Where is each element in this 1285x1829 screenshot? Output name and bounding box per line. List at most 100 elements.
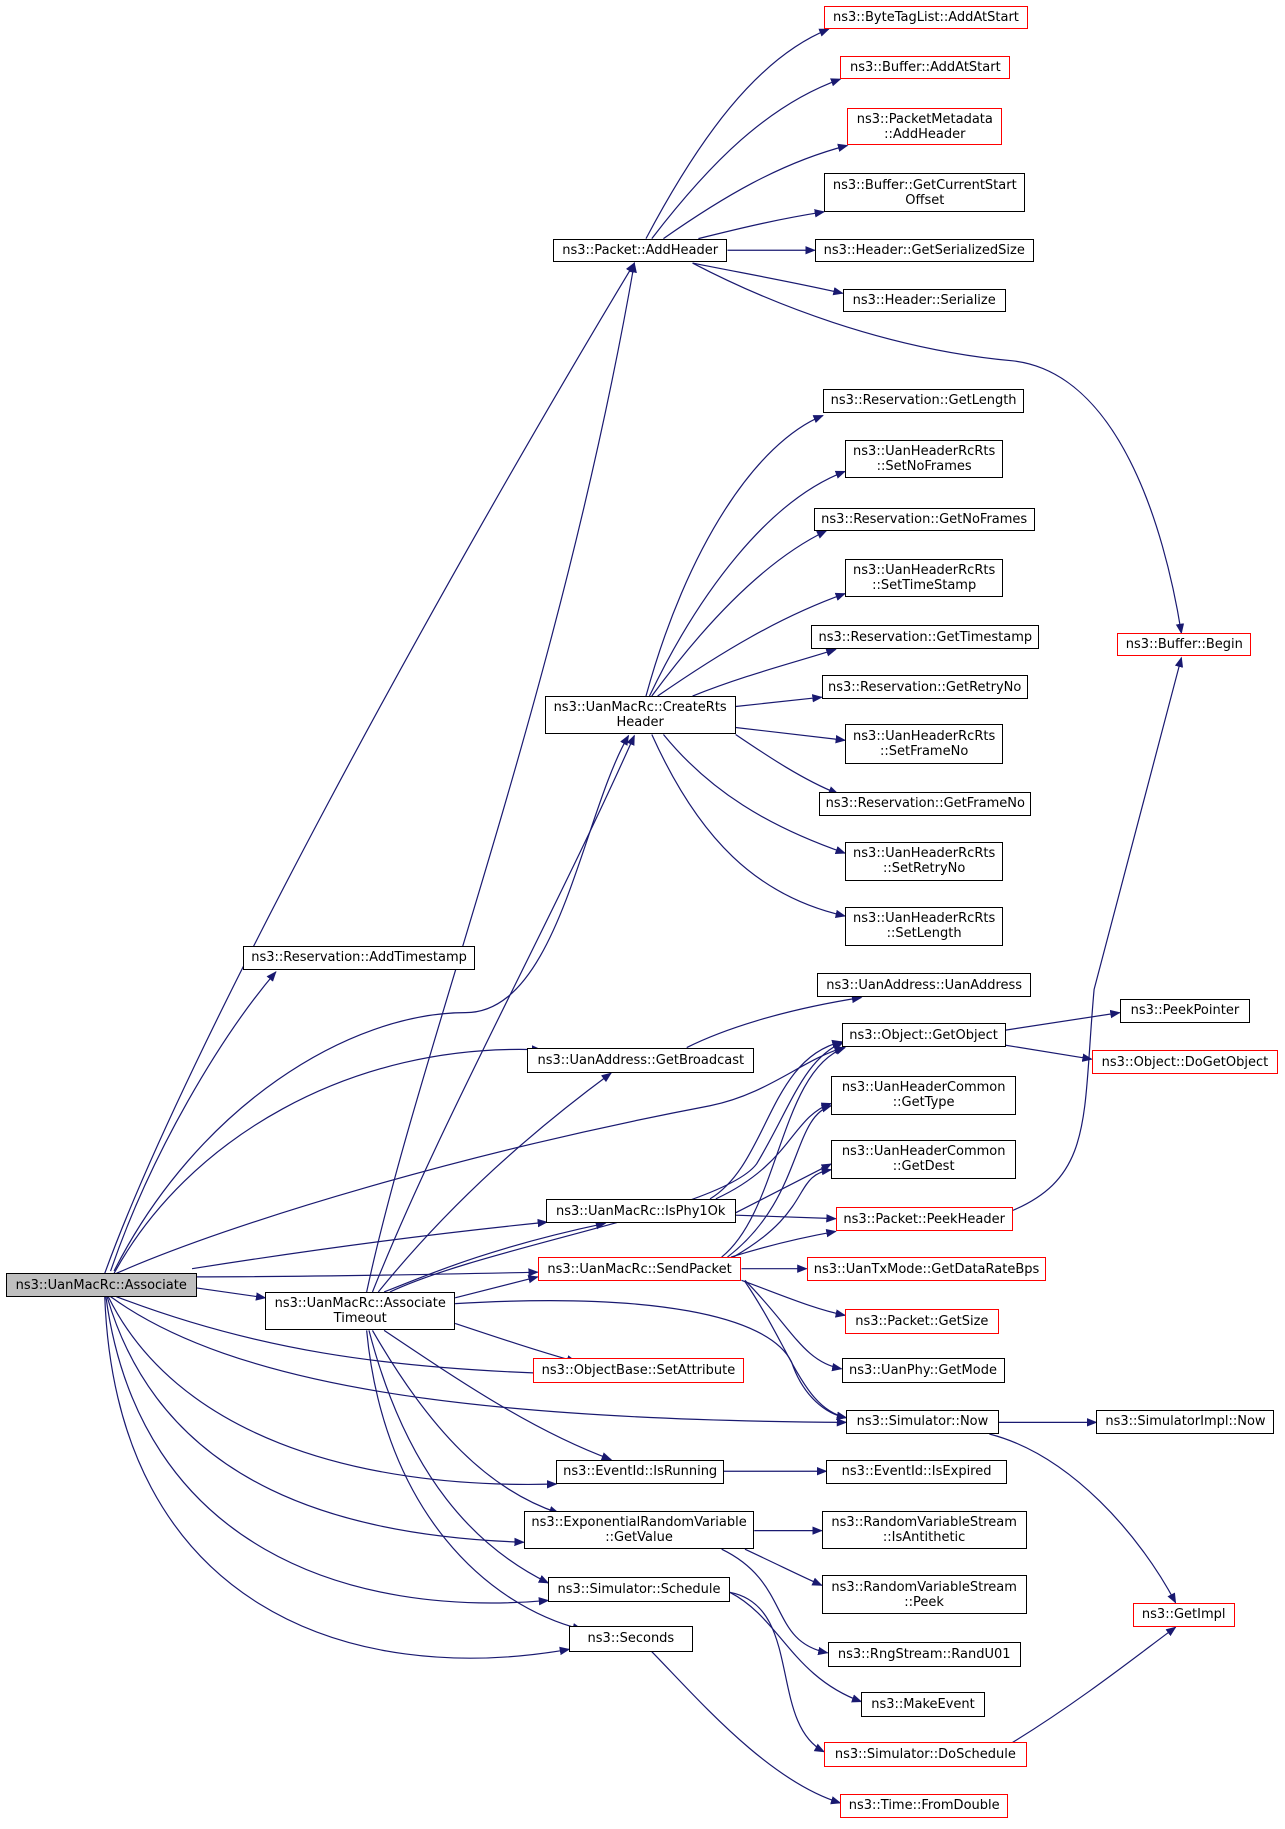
node-sendpkt[interactable]: ns3::UanMacRc::SendPacket xyxy=(537,1257,742,1282)
node-label: ns3::UanMacRc::IsPhy1Ok xyxy=(556,1203,726,1219)
edge-root-isrun xyxy=(107,1296,558,1489)
node-label: ns3::PeekPointer xyxy=(1130,1003,1240,1019)
node-implnow[interactable]: ns3::SimulatorImpl::Now xyxy=(1096,1409,1275,1434)
edge-sendpkt-getsize xyxy=(741,1279,847,1318)
edge-ato-crts xyxy=(371,734,635,1293)
node-isphy[interactable]: ns3::UanMacRc::IsPhy1Ok xyxy=(545,1198,736,1224)
node-getbc[interactable]: ns3::UanAddress::GetBroadcast xyxy=(527,1047,755,1074)
node-sts[interactable]: ns3::UanHeaderRcRts ::SetTimeStamp xyxy=(845,558,1004,598)
node-peekhdr[interactable]: ns3::Packet::PeekHeader xyxy=(835,1207,1013,1232)
node-label: ns3::Object::DoGetObject xyxy=(1101,1054,1269,1070)
edge-root-expval xyxy=(106,1296,525,1547)
node-label: ns3::PacketMetadata ::AddHeader xyxy=(856,111,993,142)
edge-expval-rvpeek xyxy=(744,1548,823,1586)
node-isrun[interactable]: ns3::EventId::IsRunning xyxy=(556,1459,724,1484)
node-label: ns3::MakeEvent xyxy=(871,1697,975,1713)
node-label: ns3::GetImpl xyxy=(1141,1607,1226,1623)
node-pmeta[interactable]: ns3::PacketMetadata ::AddHeader xyxy=(847,108,1003,146)
node-label: ns3::UanHeaderRcRts ::SetLength xyxy=(853,911,996,942)
node-gettype[interactable]: ns3::UanHeaderCommon ::GetType xyxy=(831,1075,1017,1116)
node-gfn[interactable]: ns3::Reservation::GetFrameNo xyxy=(819,791,1032,816)
node-bufadd[interactable]: ns3::Buffer::AddAtStart xyxy=(840,55,1011,80)
node-label: ns3::UanPhy::GetMode xyxy=(849,1362,997,1378)
node-getmode[interactable]: ns3::UanPhy::GetMode xyxy=(841,1358,1005,1383)
edge-sendpkt-peekhdr xyxy=(730,1228,837,1258)
node-snf[interactable]: ns3::UanHeaderRcRts ::SetNoFrames xyxy=(845,440,1004,479)
edge-getbc-uaddr xyxy=(686,994,863,1049)
node-addheader[interactable]: ns3::Packet::AddHeader xyxy=(552,238,728,262)
node-resglen[interactable]: ns3::Reservation::GetLength xyxy=(822,388,1025,414)
node-sfn[interactable]: ns3::UanHeaderRcRts ::SetFrameNo xyxy=(845,724,1004,764)
edge-crts-gnf xyxy=(651,530,828,697)
node-bufbegin[interactable]: ns3::Buffer::Begin xyxy=(1117,633,1252,657)
node-label: ns3::Object::GetObject xyxy=(849,1027,998,1043)
node-isexp[interactable]: ns3::EventId::IsExpired xyxy=(826,1459,1007,1484)
node-btl[interactable]: ns3::ByteTagList::AddAtStart xyxy=(824,5,1028,30)
edge-ato-sendpkt xyxy=(454,1275,539,1299)
node-now[interactable]: ns3::Simulator::Now xyxy=(846,1409,999,1434)
edge-ato-now xyxy=(455,1300,848,1421)
node-label: ns3::Packet::GetSize xyxy=(855,1314,989,1330)
node-crts[interactable]: ns3::UanMacRc::CreateRts Header xyxy=(544,696,736,735)
edge-root-sched xyxy=(105,1296,550,1606)
node-seconds[interactable]: ns3::Seconds xyxy=(569,1626,693,1652)
node-dogetobj[interactable]: ns3::Object::DoGetObject xyxy=(1091,1049,1278,1075)
node-hser[interactable]: ns3::Header::Serialize xyxy=(842,288,1006,312)
node-sched[interactable]: ns3::Simulator::Schedule xyxy=(548,1577,730,1602)
node-sl[interactable]: ns3::UanHeaderRcRts ::SetLength xyxy=(845,906,1004,947)
edge-sendpkt-getdest xyxy=(732,1167,833,1258)
node-uaddr[interactable]: ns3::UanAddress::UanAddress xyxy=(817,973,1032,998)
node-label: ns3::SimulatorImpl::Now xyxy=(1105,1414,1266,1430)
edge-ato-expval xyxy=(371,1330,560,1515)
edge-root-sendpkt xyxy=(192,1268,539,1278)
node-label: ns3::Reservation::AddTimestamp xyxy=(251,950,467,966)
node-label: ns3::Reservation::GetTimestamp xyxy=(818,629,1033,645)
edge-now-getimpl xyxy=(989,1433,1177,1604)
edge-isphy-gettype xyxy=(715,1102,833,1200)
edge-getobj-peekptr xyxy=(1005,1009,1121,1031)
node-root[interactable]: ns3::UanMacRc::Associate xyxy=(5,1273,197,1297)
node-grn[interactable]: ns3::Reservation::GetRetryNo xyxy=(821,675,1028,700)
edge-sendpkt-getobj xyxy=(721,1046,847,1258)
node-srn[interactable]: ns3::UanHeaderRcRts ::SetRetryNo xyxy=(845,841,1004,882)
edge-ah-bufcur xyxy=(698,209,826,240)
node-gnf[interactable]: ns3::Reservation::GetNoFrames xyxy=(813,507,1035,531)
edge-sendpkt-getmode xyxy=(744,1279,843,1372)
edge-root-crts xyxy=(113,734,630,1272)
node-dosched[interactable]: ns3::Simulator::DoSchedule xyxy=(824,1742,1027,1767)
node-label: ns3::Reservation::GetLength xyxy=(830,393,1017,409)
node-rvpeek[interactable]: ns3::RandomVariableStream ::Peek xyxy=(821,1574,1027,1615)
node-addts[interactable]: ns3::Reservation::AddTimestamp xyxy=(243,946,475,970)
node-label: ns3::Simulator::DoSchedule xyxy=(834,1747,1016,1763)
node-expval[interactable]: ns3::ExponentialRandomVariable ::GetValu… xyxy=(523,1510,755,1550)
node-label: ns3::UanMacRc::Associate Timeout xyxy=(274,1296,446,1327)
node-label: ns3::Time::FromDouble xyxy=(848,1798,1000,1814)
node-hgs[interactable]: ns3::Header::GetSerializedSize xyxy=(814,238,1034,262)
node-gts[interactable]: ns3::Reservation::GetTimestamp xyxy=(811,625,1040,650)
node-peekptr[interactable]: ns3::PeekPointer xyxy=(1119,998,1251,1024)
node-getimpl[interactable]: ns3::GetImpl xyxy=(1132,1602,1235,1628)
node-bufcur[interactable]: ns3::Buffer::GetCurrentStart Offset xyxy=(824,173,1026,212)
node-setattr[interactable]: ns3::ObjectBase::SetAttribute xyxy=(533,1358,744,1383)
edge-ato-getbc xyxy=(377,1072,612,1293)
node-label: ns3::UanMacRc::SendPacket xyxy=(547,1261,732,1277)
node-getsize[interactable]: ns3::Packet::GetSize xyxy=(845,1309,999,1334)
edge-sched-mkevt xyxy=(729,1591,863,1703)
node-label: ns3::Buffer::Begin xyxy=(1125,637,1243,653)
node-fromdbl[interactable]: ns3::Time::FromDouble xyxy=(840,1793,1008,1818)
edge-ato-isrun xyxy=(383,1329,613,1461)
node-getdest[interactable]: ns3::UanHeaderCommon ::GetDest xyxy=(831,1139,1017,1180)
node-label: ns3::Buffer::AddAtStart xyxy=(849,60,1001,76)
node-txrate[interactable]: ns3::UanTxMode::GetDataRateBps xyxy=(806,1257,1047,1282)
node-isanti[interactable]: ns3::RandomVariableStream ::IsAntithetic xyxy=(821,1510,1027,1550)
edge-crts-snf xyxy=(648,470,847,697)
edge-root-addheader xyxy=(104,262,635,1274)
node-randu[interactable]: ns3::RngStream::RandU01 xyxy=(827,1642,1021,1667)
node-label: ns3::Packet::PeekHeader xyxy=(843,1211,1005,1227)
node-mkevt[interactable]: ns3::MakeEvent xyxy=(861,1692,985,1717)
node-label: ns3::Header::GetSerializedSize xyxy=(823,242,1025,258)
node-assoc_to[interactable]: ns3::UanMacRc::Associate Timeout xyxy=(265,1292,456,1331)
node-getobj[interactable]: ns3::Object::GetObject xyxy=(841,1023,1006,1048)
edge-sched-dosched xyxy=(729,1591,826,1753)
